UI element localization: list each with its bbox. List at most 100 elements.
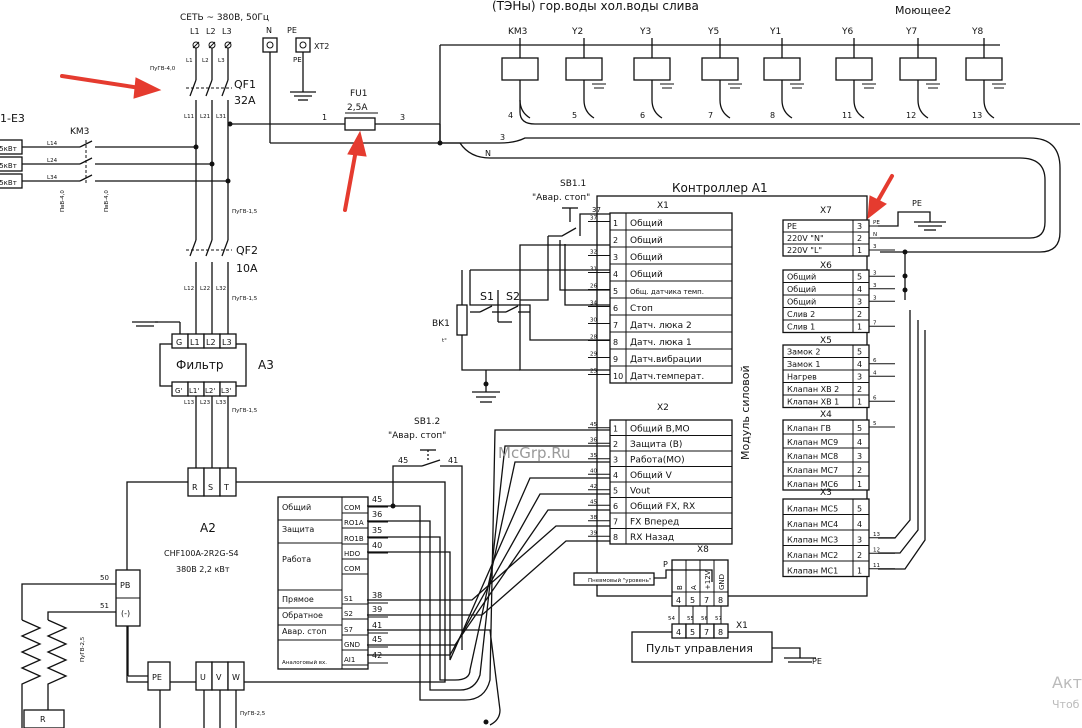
relay-label: Y8 — [971, 27, 983, 37]
row-label: Замок 2 — [787, 348, 820, 357]
row-label: Стоп — [630, 304, 653, 314]
fuse-wire-in: 1 — [322, 113, 327, 122]
row-label: Общий — [630, 253, 663, 263]
x1-ref: X1 — [657, 201, 669, 211]
row-num: 2 — [857, 234, 862, 243]
sb11-wire: 37 — [592, 206, 601, 214]
bus-3-label: 3 — [500, 133, 505, 142]
x6-ref: X6 — [820, 261, 832, 271]
row-wire: 32 — [590, 250, 597, 256]
row-num: 1 — [857, 398, 862, 407]
drive-ref: A2 — [200, 521, 216, 535]
row-num: 8 — [613, 338, 618, 347]
row-label: Общий V — [630, 471, 673, 481]
relay-wire: 11 — [842, 111, 852, 120]
drive-term: RO1A — [344, 519, 364, 527]
row-label: Клапан МС8 — [787, 452, 838, 461]
bk1-label: BK1 — [432, 319, 450, 329]
svg-text:51: 51 — [100, 602, 109, 610]
panel-num: 4 — [676, 628, 681, 637]
row-label: Датч. люка 2 — [630, 321, 692, 331]
panel-num: 5 — [690, 628, 695, 637]
row-num: 1 — [857, 323, 862, 332]
sensors-s1-s2 — [470, 290, 530, 323]
wire-l24: L24 — [47, 158, 58, 164]
row-wire: 26 — [590, 284, 597, 290]
heater-3: .5кВт — [0, 179, 17, 187]
relay-coil — [565, 57, 603, 81]
x4-ref: X4 — [820, 410, 832, 420]
row-num: 7 — [613, 518, 618, 527]
svg-text:L22: L22 — [200, 286, 210, 292]
drive-label: Авар. стоп — [282, 627, 326, 636]
relay-wire: 8 — [770, 111, 775, 120]
mains-terminals — [192, 41, 232, 49]
filter-ref: A3 — [258, 358, 274, 372]
svg-text:L32: L32 — [216, 286, 226, 292]
x8-num: 8 — [718, 596, 723, 605]
row-num: 3 — [857, 373, 862, 382]
activation-line2: Чтоб — [1052, 698, 1080, 711]
fuse-label: FU1 — [350, 89, 368, 99]
qf2-rating: 10А — [236, 262, 258, 275]
row-label: Замок 1 — [787, 360, 820, 369]
row-label: Работа(МО) — [630, 456, 685, 466]
p-label: P — [663, 560, 668, 569]
row-wire: 3 — [873, 270, 877, 276]
s2-label: S2 — [506, 290, 520, 303]
row-label: Клапан МС9 — [787, 438, 838, 447]
qf1-label: QF1 — [234, 78, 256, 91]
row-label: Общий — [787, 285, 816, 294]
panel-pe — [772, 647, 816, 663]
row-num: 5 — [857, 505, 862, 514]
row-label: Клапан ХВ 1 — [787, 398, 839, 407]
row-label: Общий — [630, 219, 663, 229]
x8-col: A — [690, 585, 698, 590]
cable-1: ПвВ-4,0 — [60, 190, 66, 212]
row-wire: 4 — [873, 370, 877, 376]
drive-label: Работа — [282, 555, 311, 564]
s1-label: S1 — [480, 290, 494, 303]
row-wire: 35 — [590, 453, 597, 459]
relay-coil — [501, 57, 539, 81]
relay-coil — [899, 57, 937, 81]
drive-to-x2-wires — [367, 429, 610, 726]
row-num: 9 — [613, 355, 618, 364]
heater-2: .5кВт — [0, 162, 17, 170]
row-num: 5 — [857, 273, 862, 282]
row-num: 5 — [613, 487, 618, 496]
panel-pe-label: PE — [812, 657, 822, 666]
row-num: 1 — [613, 425, 618, 434]
drive-term: S2 — [344, 610, 353, 618]
drive-io-table: COMRO1ARO1BHDOCOMS1S2S7GNDAI1ОбщийЗащита… — [277, 495, 388, 670]
svg-text:L1: L1 — [190, 338, 200, 347]
out-cable: ПуГВ-2,5 — [240, 711, 266, 717]
red-arrow-x7-icon — [867, 174, 894, 220]
row-wire: 6 — [873, 395, 877, 401]
x8-ref: X8 — [697, 545, 709, 555]
relay-coil — [701, 57, 739, 81]
qf2-label: QF2 — [236, 244, 258, 257]
row-label: Клапан МС2 — [787, 551, 838, 560]
svg-text:L12: L12 — [184, 286, 194, 292]
relay-wire: 13 — [972, 111, 982, 120]
x8-col: B — [676, 585, 684, 590]
drive-term: S7 — [344, 626, 353, 634]
row-wire: 40 — [590, 468, 597, 474]
row-label: Общий — [787, 298, 816, 307]
e3-label: 1-E3 — [0, 112, 25, 125]
row-wire: 28 — [590, 335, 597, 341]
qf2-breaker — [189, 239, 229, 335]
drive-term: S1 — [344, 595, 353, 603]
km3-label: KM3 — [70, 127, 89, 137]
wire-l14: L14 — [47, 141, 58, 147]
level-label: Пневмовый "уровень" — [588, 577, 651, 584]
row-label: Датч. люка 1 — [630, 338, 692, 348]
fuse-rating: 2,5А — [347, 103, 368, 113]
sensor-ground — [472, 370, 500, 403]
